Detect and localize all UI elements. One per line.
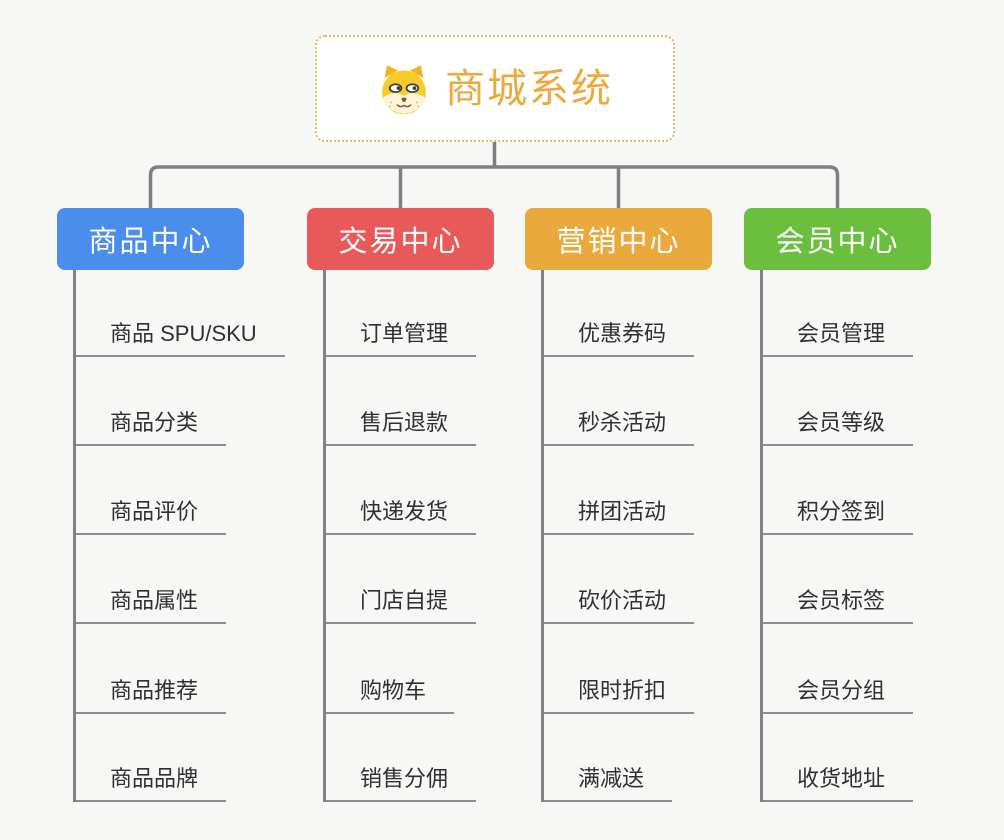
- branch-trade-center: 交易中心 订单管理 售后退款 快递发货 门店自提 购物车 销售分佣: [307, 208, 494, 802]
- branch-header-label: 商品中心: [88, 226, 213, 258]
- branch-header-trade-center[interactable]: 交易中心: [307, 208, 494, 270]
- subtopic-node[interactable]: 会员等级: [763, 410, 914, 446]
- subtopic-node[interactable]: 购物车: [326, 678, 455, 714]
- subtopic-node[interactable]: 门店自提: [326, 588, 477, 624]
- branch-item-list: 商品 SPU/SKU 商品分类 商品评价 商品属性 商品推荐 商品品牌: [73, 270, 303, 802]
- subtopic-node[interactable]: 商品品牌: [76, 766, 227, 802]
- subtopic-node[interactable]: 优惠券码: [544, 321, 695, 357]
- branch-item-list: 订单管理 售后退款 快递发货 门店自提 购物车 销售分佣: [323, 270, 553, 802]
- subtopic-node[interactable]: 售后退款: [326, 410, 477, 446]
- subtopic-node[interactable]: 会员管理: [763, 321, 914, 357]
- branch-header-product-center[interactable]: 商品中心: [57, 208, 244, 270]
- root-topic-label: 商城系统: [445, 66, 613, 111]
- subtopic-node[interactable]: 商品评价: [76, 499, 227, 535]
- subtopic-node[interactable]: 拼团活动: [544, 499, 695, 535]
- dog-face-icon: [382, 64, 426, 114]
- branch-product-center: 商品中心 商品 SPU/SKU 商品分类 商品评价 商品属性 商品推荐 商品品牌: [57, 208, 285, 802]
- subtopic-node[interactable]: 商品分类: [76, 410, 227, 446]
- subtopic-node[interactable]: 会员分组: [763, 678, 914, 714]
- subtopic-node[interactable]: 砍价活动: [544, 588, 695, 624]
- subtopic-node[interactable]: 会员标签: [763, 588, 914, 624]
- subtopic-node[interactable]: 商品推荐: [76, 678, 227, 714]
- subtopic-node[interactable]: 收货地址: [763, 766, 914, 802]
- branch-header-label: 交易中心: [338, 226, 463, 258]
- subtopic-node[interactable]: 商品 SPU/SKU: [76, 321, 285, 357]
- branch-member-center: 会员中心 会员管理 会员等级 积分签到 会员标签 会员分组 收货地址: [744, 208, 931, 802]
- subtopic-node[interactable]: 订单管理: [326, 321, 477, 357]
- branch-header-marketing-center[interactable]: 营销中心: [525, 208, 712, 270]
- branch-item-list: 优惠券码 秒杀活动 拼团活动 砍价活动 限时折扣 满减送: [541, 270, 771, 802]
- subtopic-node[interactable]: 快递发货: [326, 499, 477, 535]
- root-topic-mall-system[interactable]: 商城系统: [315, 35, 675, 142]
- branch-header-label: 会员中心: [775, 226, 900, 258]
- branch-cross-connector: [148, 165, 840, 210]
- subtopic-node[interactable]: 限时折扣: [544, 678, 695, 714]
- branch-header-label: 营销中心: [556, 226, 681, 258]
- subtopic-node[interactable]: 积分签到: [763, 499, 914, 535]
- branch-item-list: 会员管理 会员等级 积分签到 会员标签 会员分组 收货地址: [760, 270, 990, 802]
- branch-marketing-center: 营销中心 优惠券码 秒杀活动 拼团活动 砍价活动 限时折扣 满减送: [525, 208, 712, 802]
- branch-header-member-center[interactable]: 会员中心: [744, 208, 931, 270]
- subtopic-node[interactable]: 秒杀活动: [544, 410, 695, 446]
- subtopic-node[interactable]: 满减送: [544, 766, 673, 802]
- subtopic-node[interactable]: 销售分佣: [326, 766, 477, 802]
- subtopic-node[interactable]: 商品属性: [76, 588, 227, 624]
